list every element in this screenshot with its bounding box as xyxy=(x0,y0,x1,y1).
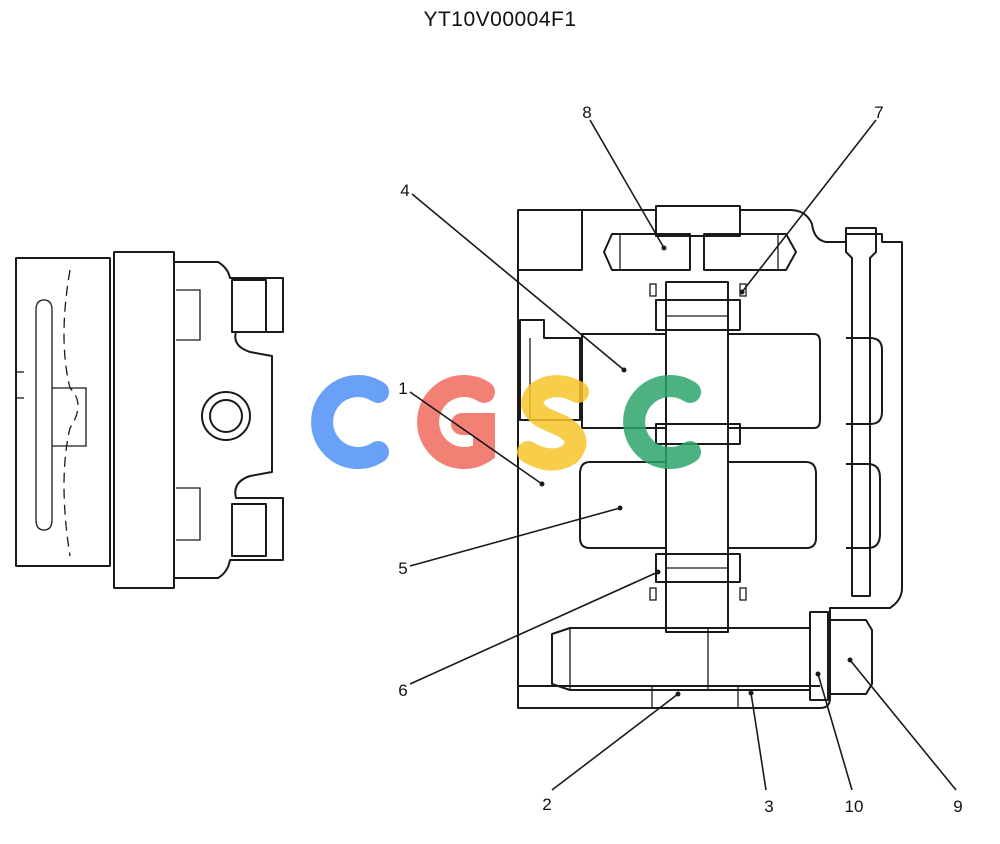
cgsc-watermark xyxy=(311,375,701,471)
watermark-letter-s xyxy=(517,375,589,471)
callout-7: 7 xyxy=(874,103,883,122)
callout-4: 4 xyxy=(400,181,409,200)
callout-3: 3 xyxy=(764,797,773,816)
watermark-letter-c2 xyxy=(623,375,701,469)
side-view xyxy=(15,251,284,589)
drawing-title: YT10V00004F1 xyxy=(423,8,577,31)
callout-labels: 1 2 3 4 5 6 7 8 9 10 xyxy=(398,103,962,816)
watermark-letter-g xyxy=(417,375,495,469)
callout-9: 9 xyxy=(953,797,962,816)
section-view xyxy=(517,205,903,709)
callout-1: 1 xyxy=(398,379,407,398)
callout-5: 5 xyxy=(398,559,407,578)
watermark-letter-c1 xyxy=(311,375,389,469)
callout-2: 2 xyxy=(542,795,551,814)
callout-6: 6 xyxy=(398,681,407,700)
callout-8: 8 xyxy=(582,103,591,122)
callout-10: 10 xyxy=(845,797,864,816)
leader-lines xyxy=(409,119,957,791)
